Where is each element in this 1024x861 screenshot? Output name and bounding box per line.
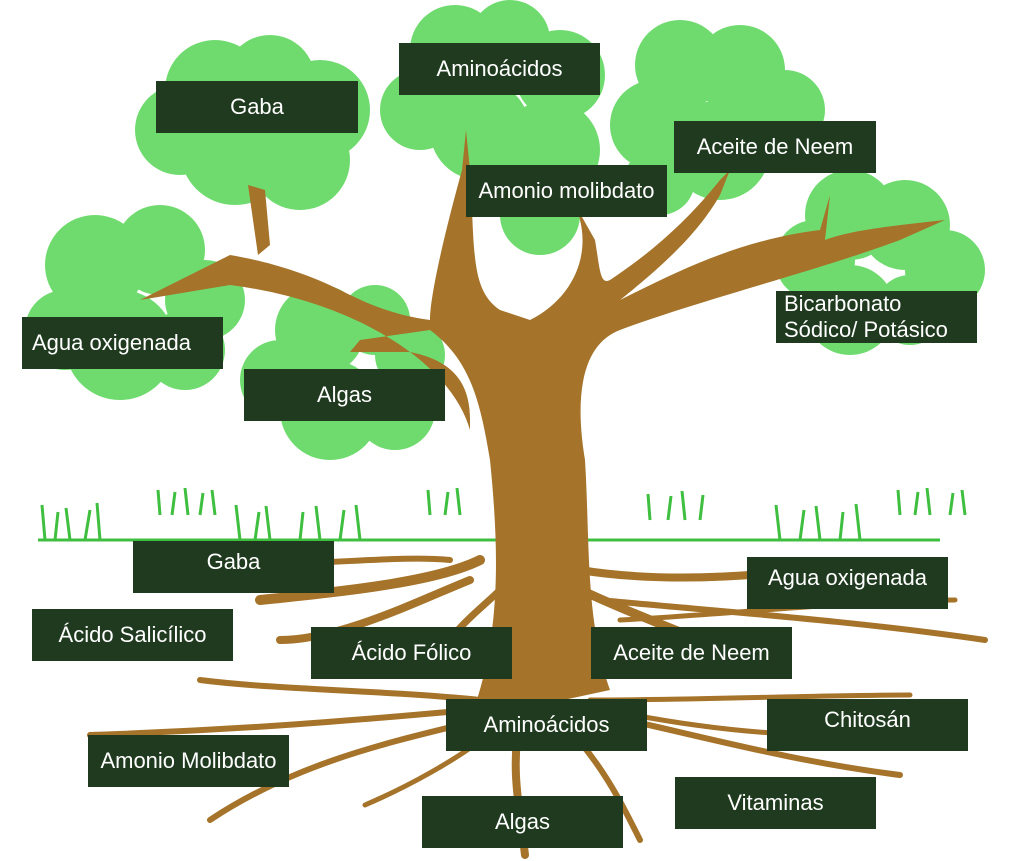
root-label-amonio-molibdato: Amonio Molibdato [88,735,289,787]
canopy-label-gaba: Gaba [156,81,358,133]
canopy-label-algas: Algas [244,369,445,421]
root-label-agua-oxigenada: Agua oxigenada [747,557,948,609]
root-label-chitosan: Chitosán [767,699,968,751]
grass [38,487,967,542]
tree-trunk [140,130,945,720]
canopy-label-bicarbonato: Bicarbonato Sódico/ Potásico [776,291,977,343]
root-label-vitaminas: Vitaminas [675,777,876,829]
canopy-label-amonio-molibdato: Amonio molibdato [466,165,667,217]
canopy-label-bicarbonato-line2: Sódico/ Potásico [784,317,948,342]
root-label-acido-salicilico: Ácido Salicílico [32,609,233,661]
canopy-label-agua-oxigenada: Agua oxigenada [22,317,223,369]
root-label-aminoacidos: Aminoácidos [446,699,647,751]
canopy-label-aminoacidos: Aminoácidos [399,43,600,95]
canopy-label-bicarbonato-line1: Bicarbonato [784,290,902,316]
root-label-acido-folico: Ácido Fólico [311,627,512,679]
root-label-algas: Algas [422,796,623,848]
root-label-aceite-neem: Aceite de Neem [591,627,792,679]
canopy-label-aceite-neem: Aceite de Neem [674,121,876,173]
root-label-gaba: Gaba [133,541,334,593]
